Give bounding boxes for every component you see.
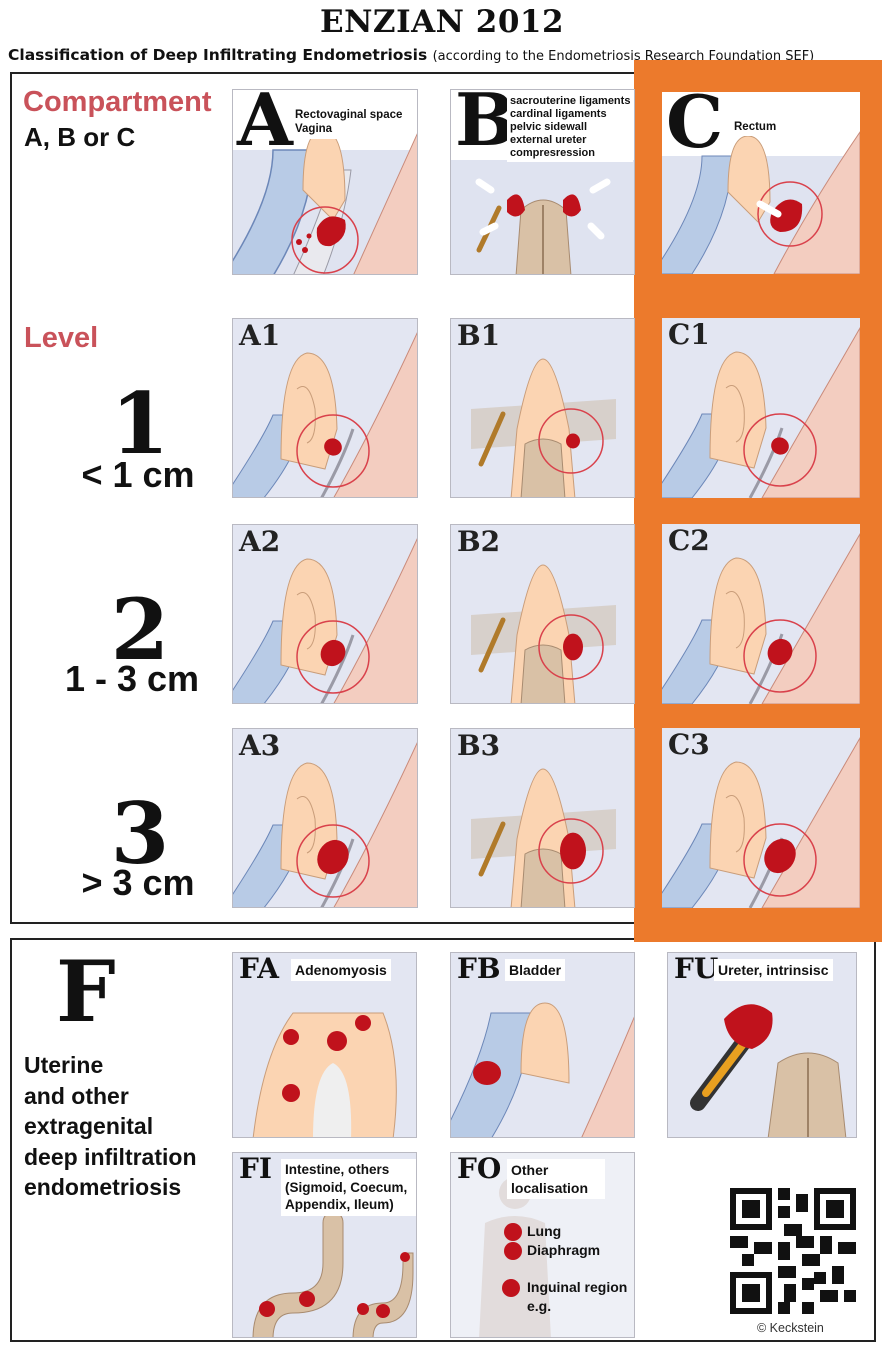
fo-item-eg: e.g. [527, 1298, 551, 1315]
qr-code-icon [730, 1188, 856, 1314]
compartment-desc-a: Rectovaginal space Vagina [291, 106, 406, 139]
fo-item-diaphragm: Diaphragm [527, 1242, 600, 1259]
level-tile-code: B3 [457, 732, 500, 760]
fo-item-inguinal: Inguinal region [527, 1279, 627, 1296]
compartment-b-line-4: external ureter [510, 134, 630, 147]
f-tile-fa-code: FA [239, 955, 279, 983]
level-tile-a3: A3 [232, 728, 418, 908]
f-tile-fo: FO Other localisation Lung Diaphragm Ing… [450, 1152, 635, 1338]
compartment-a-line-2: Vagina [295, 122, 402, 136]
compartment-b-line-3: pelvic sidewall [510, 121, 630, 134]
level-tile-a2: A2 [232, 524, 418, 704]
level-tile-code: C1 [668, 321, 710, 349]
level-tile-code: A2 [239, 528, 280, 556]
level-tile-b1: B1 [450, 318, 635, 498]
compartment-a-line-1: Rectovaginal space [295, 108, 402, 122]
subtitle-main: Classification of Deep Infiltrating Endo… [8, 46, 427, 64]
f-description: Uterine and other extragenital deep infi… [24, 1050, 197, 1203]
level-3-range: > 3 cm [38, 862, 238, 904]
compartment-b-line-2: cardinal ligaments [510, 108, 630, 121]
f-tile-fa-label: Adenomyosis [291, 959, 391, 981]
f-tile-fb-code: FB [457, 955, 501, 983]
level-tile-code: A3 [239, 732, 280, 760]
level-tile-code: C2 [668, 527, 710, 555]
compartment-c-line-1: Rectum [734, 120, 776, 134]
f-tile-fo-label: Other localisation [507, 1159, 605, 1199]
level-heading: Level [24, 322, 98, 355]
level-tile-code: C3 [668, 731, 710, 759]
compartment-desc-b: sacrouterine ligaments cardinal ligament… [507, 93, 633, 162]
f-tile-fa: FA Adenomyosis [232, 952, 417, 1138]
compartment-tile-a: A Rectovaginal space Vagina [232, 89, 418, 275]
level-tile-code: A1 [239, 322, 280, 350]
copyright-text: © Keckstein [757, 1321, 824, 1335]
f-tile-fi-code: FI [239, 1155, 272, 1183]
level-tile-c3: C3 [662, 728, 860, 908]
level-2-range: 1 - 3 cm [32, 658, 232, 700]
compartment-desc-c: Rectum [730, 118, 780, 136]
compartment-tile-b: B sacrouterine ligaments cardinal ligame… [450, 89, 635, 275]
f-tile-fi: FI Intestine, others (Sigmoid, Coecum, A… [232, 1152, 417, 1338]
compartment-options: A, B or C [24, 122, 135, 153]
f-tile-fi-label: Intestine, others (Sigmoid, Coecum, Appe… [281, 1159, 417, 1216]
level-tile-c2: C2 [662, 524, 860, 704]
compartment-b-line-5: compresression [510, 147, 630, 160]
f-tile-fb: FB Bladder [450, 952, 635, 1138]
f-tile-fu: FU Ureter, intrinsisc [667, 952, 857, 1138]
level-tile-c1: C1 [662, 318, 860, 498]
f-tile-fu-code: FU [674, 955, 718, 983]
compartment-letter-c: C [666, 92, 723, 158]
compartment-tile-c: C Rectum [662, 92, 860, 274]
level-tile-code: B2 [457, 528, 500, 556]
f-tile-fu-label: Ureter, intrinsisc [714, 959, 833, 981]
f-letter: F [56, 950, 116, 1034]
f-tile-fo-code: FO [457, 1155, 501, 1183]
f-tile-fb-label: Bladder [505, 959, 565, 981]
level-tile-a1: A1 [232, 318, 418, 498]
compartment-b-line-1: sacrouterine ligaments [510, 95, 630, 108]
compartment-heading: Compartment [23, 86, 212, 119]
fo-item-lung: Lung [527, 1223, 561, 1240]
level-1-range: < 1 cm [38, 454, 238, 496]
page-title: ENZIAN 2012 [0, 4, 884, 40]
level-tile-b3: B3 [450, 728, 635, 908]
level-tile-b2: B2 [450, 524, 635, 704]
compartment-letter-a: A [237, 89, 293, 156]
level-tile-code: B1 [457, 322, 500, 350]
